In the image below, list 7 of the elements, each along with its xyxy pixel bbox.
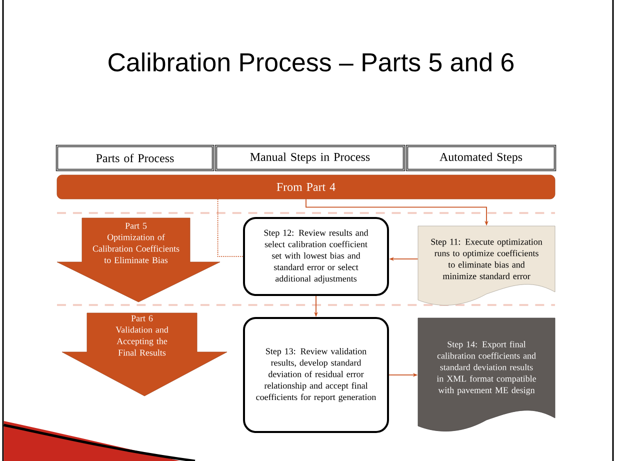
header-box: Automated Steps xyxy=(406,144,556,172)
step-box: Step 13: Review validation results, develop standard deviation of residual error relationship and accept final coefficients for report generation xyxy=(243,316,389,433)
header-box: Parts of Process xyxy=(56,144,214,172)
step-box: Step 12: Review results and select calibration coefficient set with lowest bias and standard error or select additional adjustments xyxy=(243,216,389,296)
header-box: Manual Steps in Process xyxy=(214,144,406,172)
banner-bar: From Part 4 xyxy=(56,174,556,200)
title: Calibration Process – Parts 5 and 6 xyxy=(108,52,514,72)
